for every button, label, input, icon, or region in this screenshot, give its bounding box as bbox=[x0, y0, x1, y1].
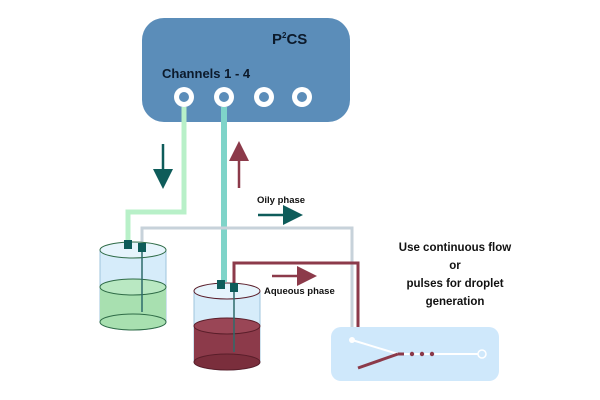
channel-1-port-icon[interactable] bbox=[174, 87, 194, 107]
channel-2-port-icon[interactable] bbox=[214, 87, 234, 107]
note-line-3: pulses for droplet bbox=[406, 278, 503, 290]
channel-4-port-icon[interactable] bbox=[292, 87, 312, 107]
channels-label: Channels 1 - 4 bbox=[162, 66, 251, 81]
oil-pressure-tube bbox=[125, 107, 187, 242]
aqueous-outflow-tube bbox=[232, 261, 360, 340]
note-line-1: Use continuous flow bbox=[399, 242, 512, 254]
aqueous-phase-label: Aqueous phase bbox=[264, 286, 335, 297]
microfluidic-chip-icon[interactable] bbox=[331, 327, 499, 381]
note-line-4: generation bbox=[426, 296, 485, 308]
oily-phase-label: Oily phase bbox=[257, 195, 305, 206]
pump-device: P2CS Channels 1 - 4 bbox=[142, 18, 350, 122]
oil-reservoir-icon bbox=[99, 240, 167, 331]
device-title: P2CS bbox=[272, 31, 307, 48]
channel-3-port-icon[interactable] bbox=[254, 87, 274, 107]
oil-outflow-tube bbox=[140, 226, 354, 340]
flow-mode-note: Use continuous flow or pulses for drople… bbox=[399, 242, 512, 308]
note-line-2: or bbox=[449, 260, 461, 272]
aqueous-reservoir-icon bbox=[193, 280, 261, 371]
